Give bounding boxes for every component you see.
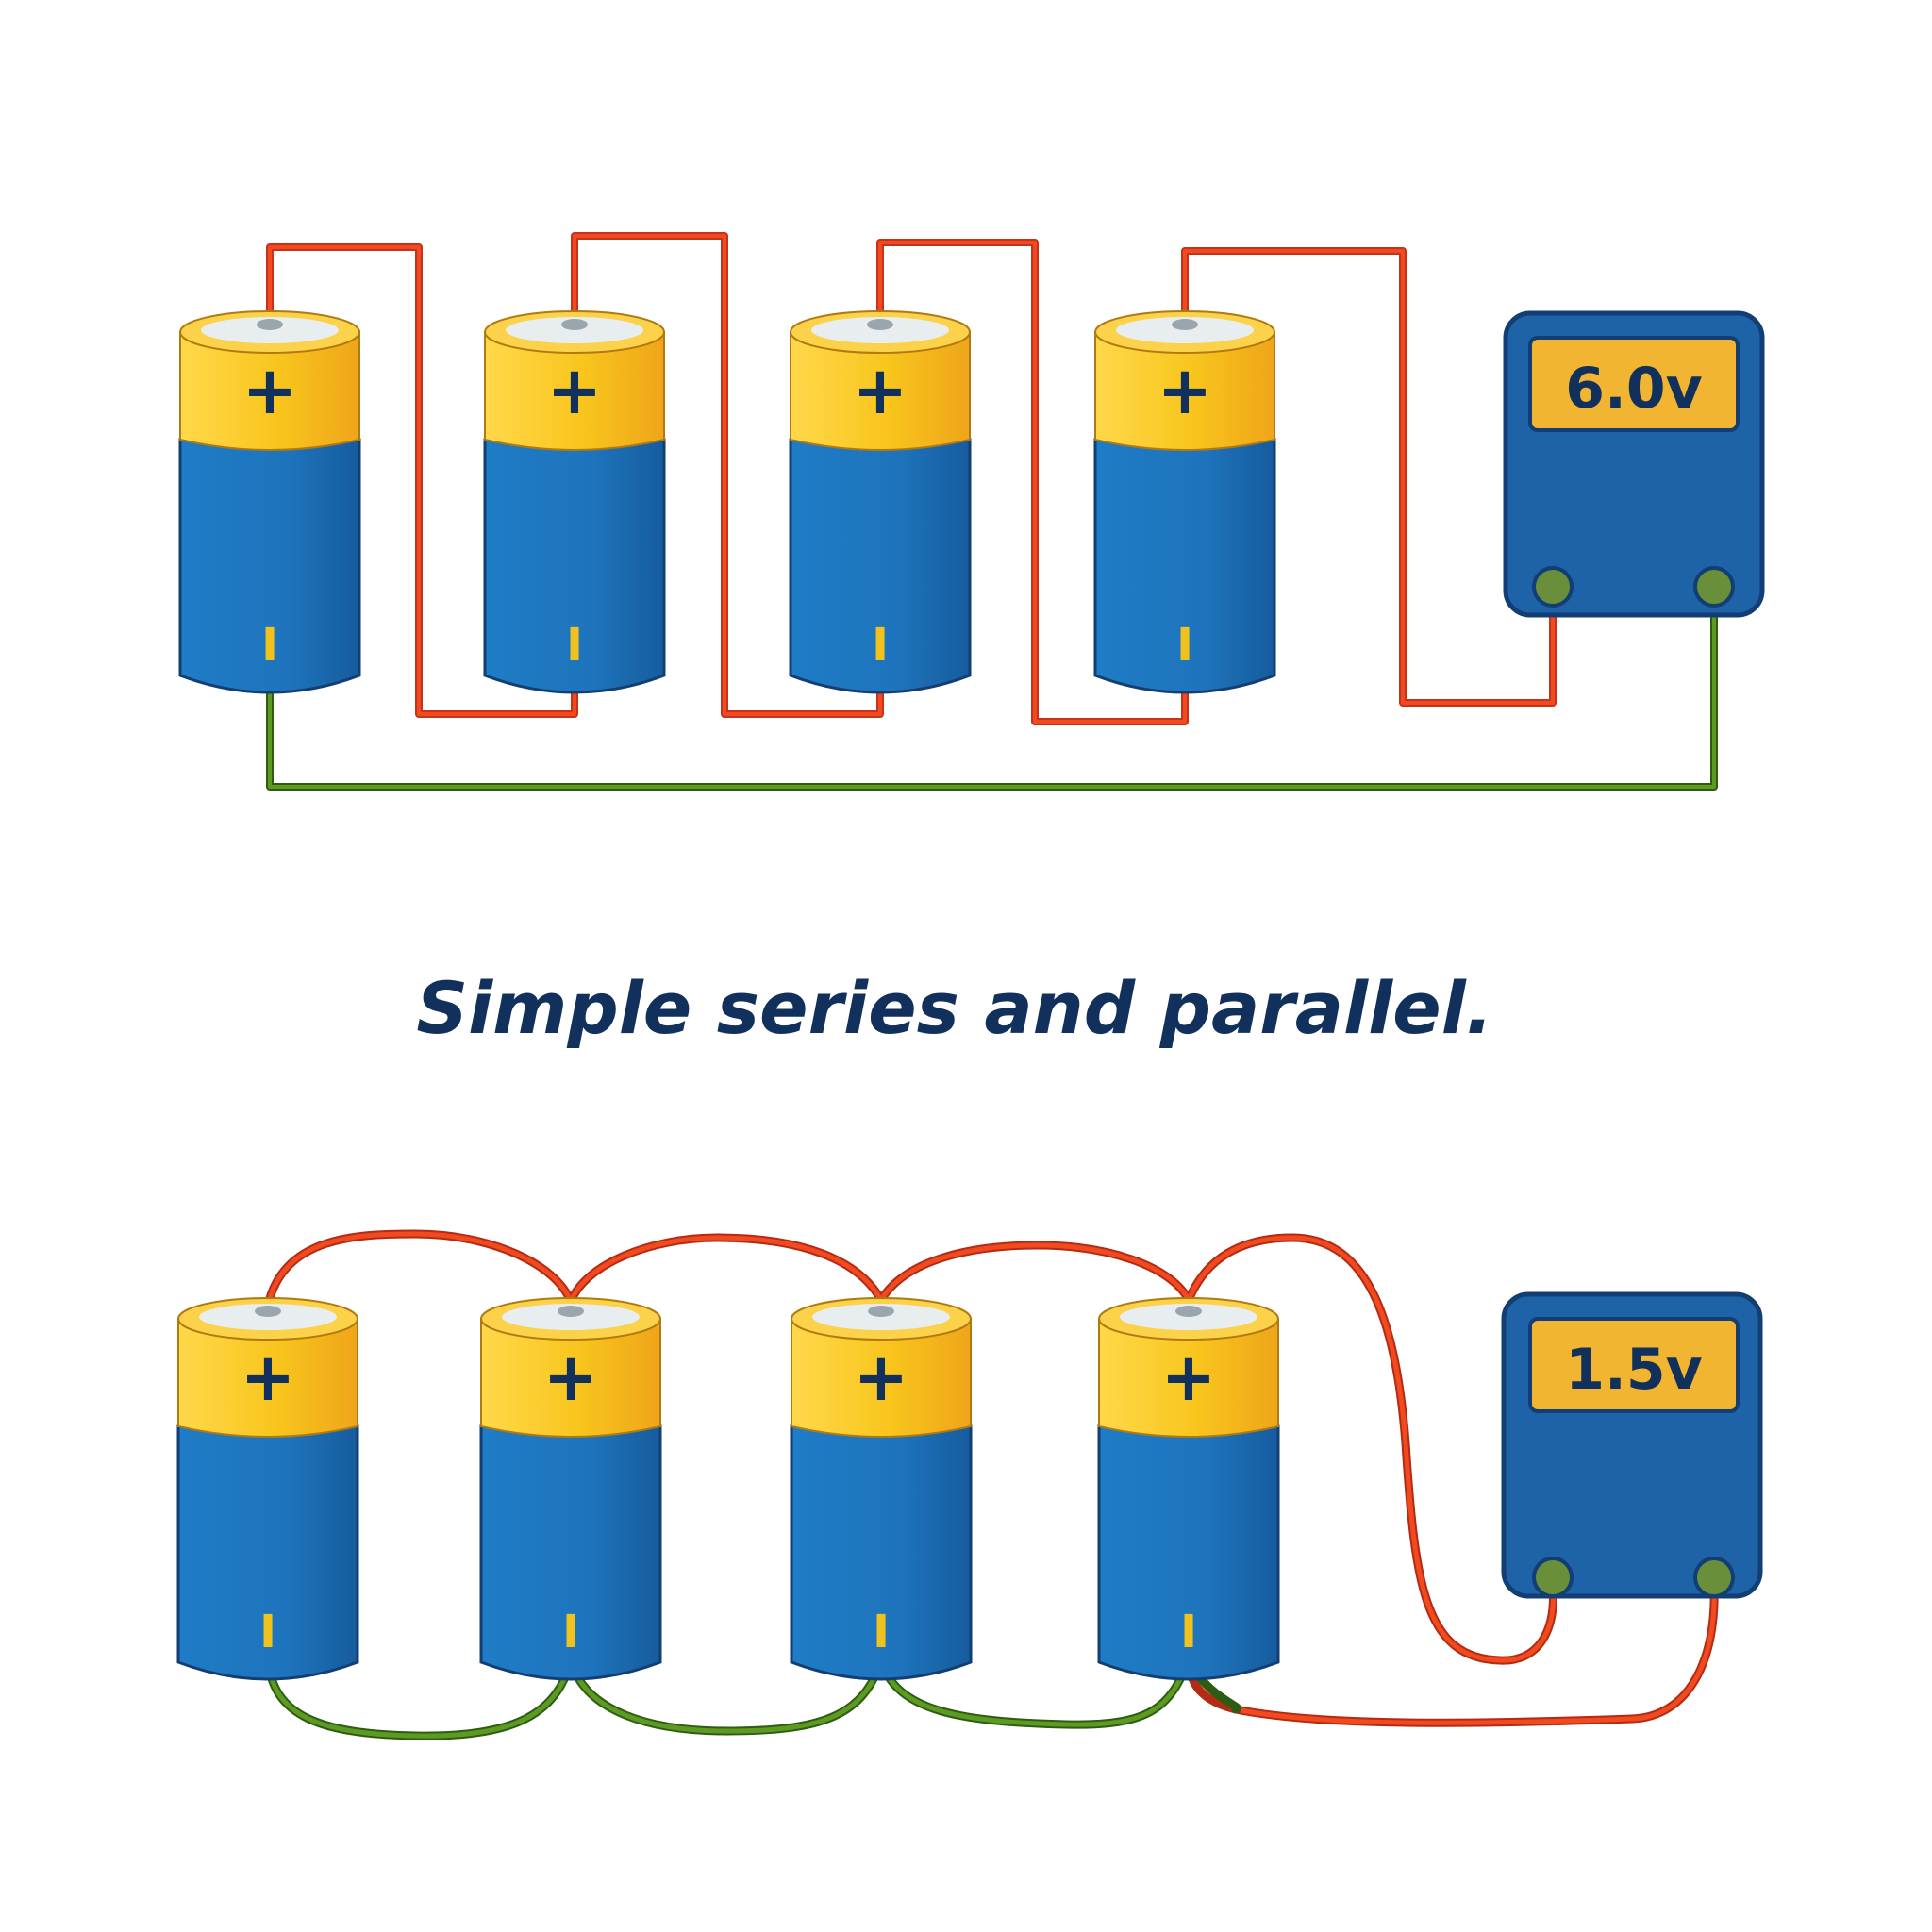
parallel-meter-terminal-negative[interactable] <box>1532 1557 1574 1598</box>
parallel-battery-1: +I <box>176 1297 359 1681</box>
series-battery-3: +I <box>789 310 972 694</box>
series-negative-wire <box>266 592 1718 791</box>
parallel-battery-top <box>1098 1318 1279 1438</box>
parallel-positive-symbol: + <box>543 1339 599 1416</box>
parallel-meter-reading: 1.5v <box>1565 1337 1702 1403</box>
parallel-battery-top <box>791 1318 972 1438</box>
parallel-negative-symbol: I <box>873 1606 890 1658</box>
series-positive-symbol: + <box>1158 352 1213 429</box>
series-negative-symbol: I <box>566 619 583 672</box>
parallel-negative-symbol: I <box>259 1606 276 1658</box>
parallel-battery-body <box>790 1424 973 1681</box>
parallel-battery-top <box>480 1318 661 1438</box>
series-battery-top <box>790 331 971 451</box>
series-negative-symbol: I <box>1176 619 1193 672</box>
series-battery-body <box>789 438 972 694</box>
series-battery-1: +I <box>178 310 361 694</box>
parallel-positive-symbol: + <box>1161 1339 1217 1416</box>
series-voltmeter: 6.0v <box>1503 310 1765 618</box>
parallel-negative-wires <box>263 1643 1242 1740</box>
series-positive-symbol: + <box>242 352 298 429</box>
parallel-battery-body <box>479 1424 662 1681</box>
parallel-battery-4: +I <box>1097 1297 1280 1681</box>
parallel-battery-2: +I <box>479 1297 662 1681</box>
parallel-circuit: +I+I+I+I 1.5v <box>176 1229 1763 1740</box>
parallel-positive-symbol: + <box>241 1339 296 1416</box>
parallel-battery-top <box>177 1318 358 1438</box>
parallel-negative-symbol: I <box>562 1606 579 1658</box>
parallel-negative-symbol: I <box>1180 1606 1197 1658</box>
series-negative-symbol: I <box>261 619 278 672</box>
parallel-meter-display <box>1528 1317 1740 1413</box>
series-meter-terminal-positive[interactable] <box>1693 566 1735 608</box>
parallel-battery-3: +I <box>790 1297 973 1681</box>
parallel-positive-symbol: + <box>854 1339 909 1416</box>
series-negative-symbol: I <box>872 619 889 672</box>
series-battery-top <box>1094 331 1275 451</box>
parallel-meter-terminal-positive[interactable] <box>1693 1557 1735 1598</box>
series-battery-top <box>484 331 665 451</box>
parallel-batteries: +I+I+I+I <box>176 1297 1280 1681</box>
caption: Simple series and parallel. <box>416 966 1492 1050</box>
series-battery-body <box>483 438 666 694</box>
series-meter-display <box>1528 336 1740 432</box>
series-battery-body <box>1093 438 1276 694</box>
series-circuit: +I+I+I+I 6.0v <box>178 232 1765 791</box>
parallel-positive-wires <box>263 1229 1719 1727</box>
series-meter-reading: 6.0v <box>1565 356 1702 422</box>
series-meter-terminal-negative[interactable] <box>1532 566 1574 608</box>
parallel-voltmeter: 1.5v <box>1501 1291 1763 1599</box>
series-battery-top <box>179 331 360 451</box>
series-battery-4: +I <box>1093 310 1276 694</box>
series-positive-symbol: + <box>853 352 908 429</box>
parallel-battery-body <box>176 1424 359 1681</box>
series-battery-2: +I <box>483 310 666 694</box>
series-batteries: +I+I+I+I <box>178 310 1276 694</box>
series-positive-symbol: + <box>547 352 603 429</box>
parallel-battery-body <box>1097 1424 1280 1681</box>
series-battery-body <box>178 438 361 694</box>
